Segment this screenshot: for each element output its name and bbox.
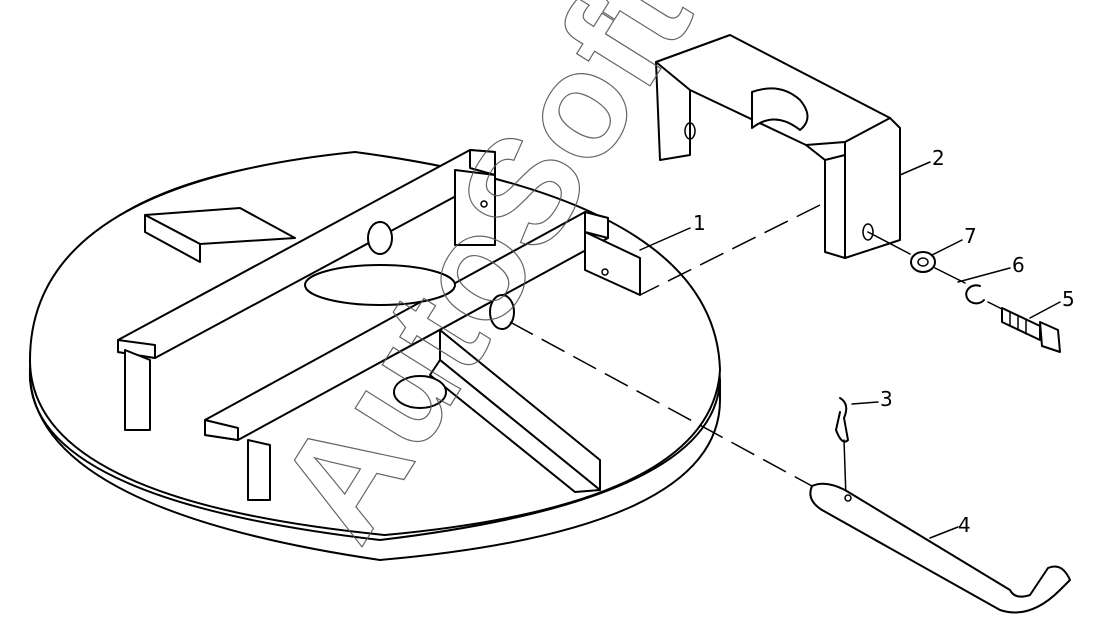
callout-7: 7 [964,224,977,248]
callout-3: 3 [880,387,893,411]
callout-1: 1 [693,211,706,235]
bolt-part-5 [987,301,1061,353]
handle-rod-part-4 [809,482,1071,614]
callout-5: 5 [1062,287,1075,311]
callout-6: 6 [1012,253,1025,277]
callout-4: 4 [958,513,971,537]
bracket-part-2 [655,34,901,259]
callout-labels: 1 2 3 4 5 6 7 [693,146,1075,537]
clip-part-6 [934,267,985,305]
frame-assembly [117,149,641,501]
assembly-axis-lines [509,204,821,487]
pin-part-3 [835,397,849,499]
callout-leaders [639,161,1061,539]
washer-part-7 [867,231,936,273]
callout-2: 2 [932,146,945,170]
